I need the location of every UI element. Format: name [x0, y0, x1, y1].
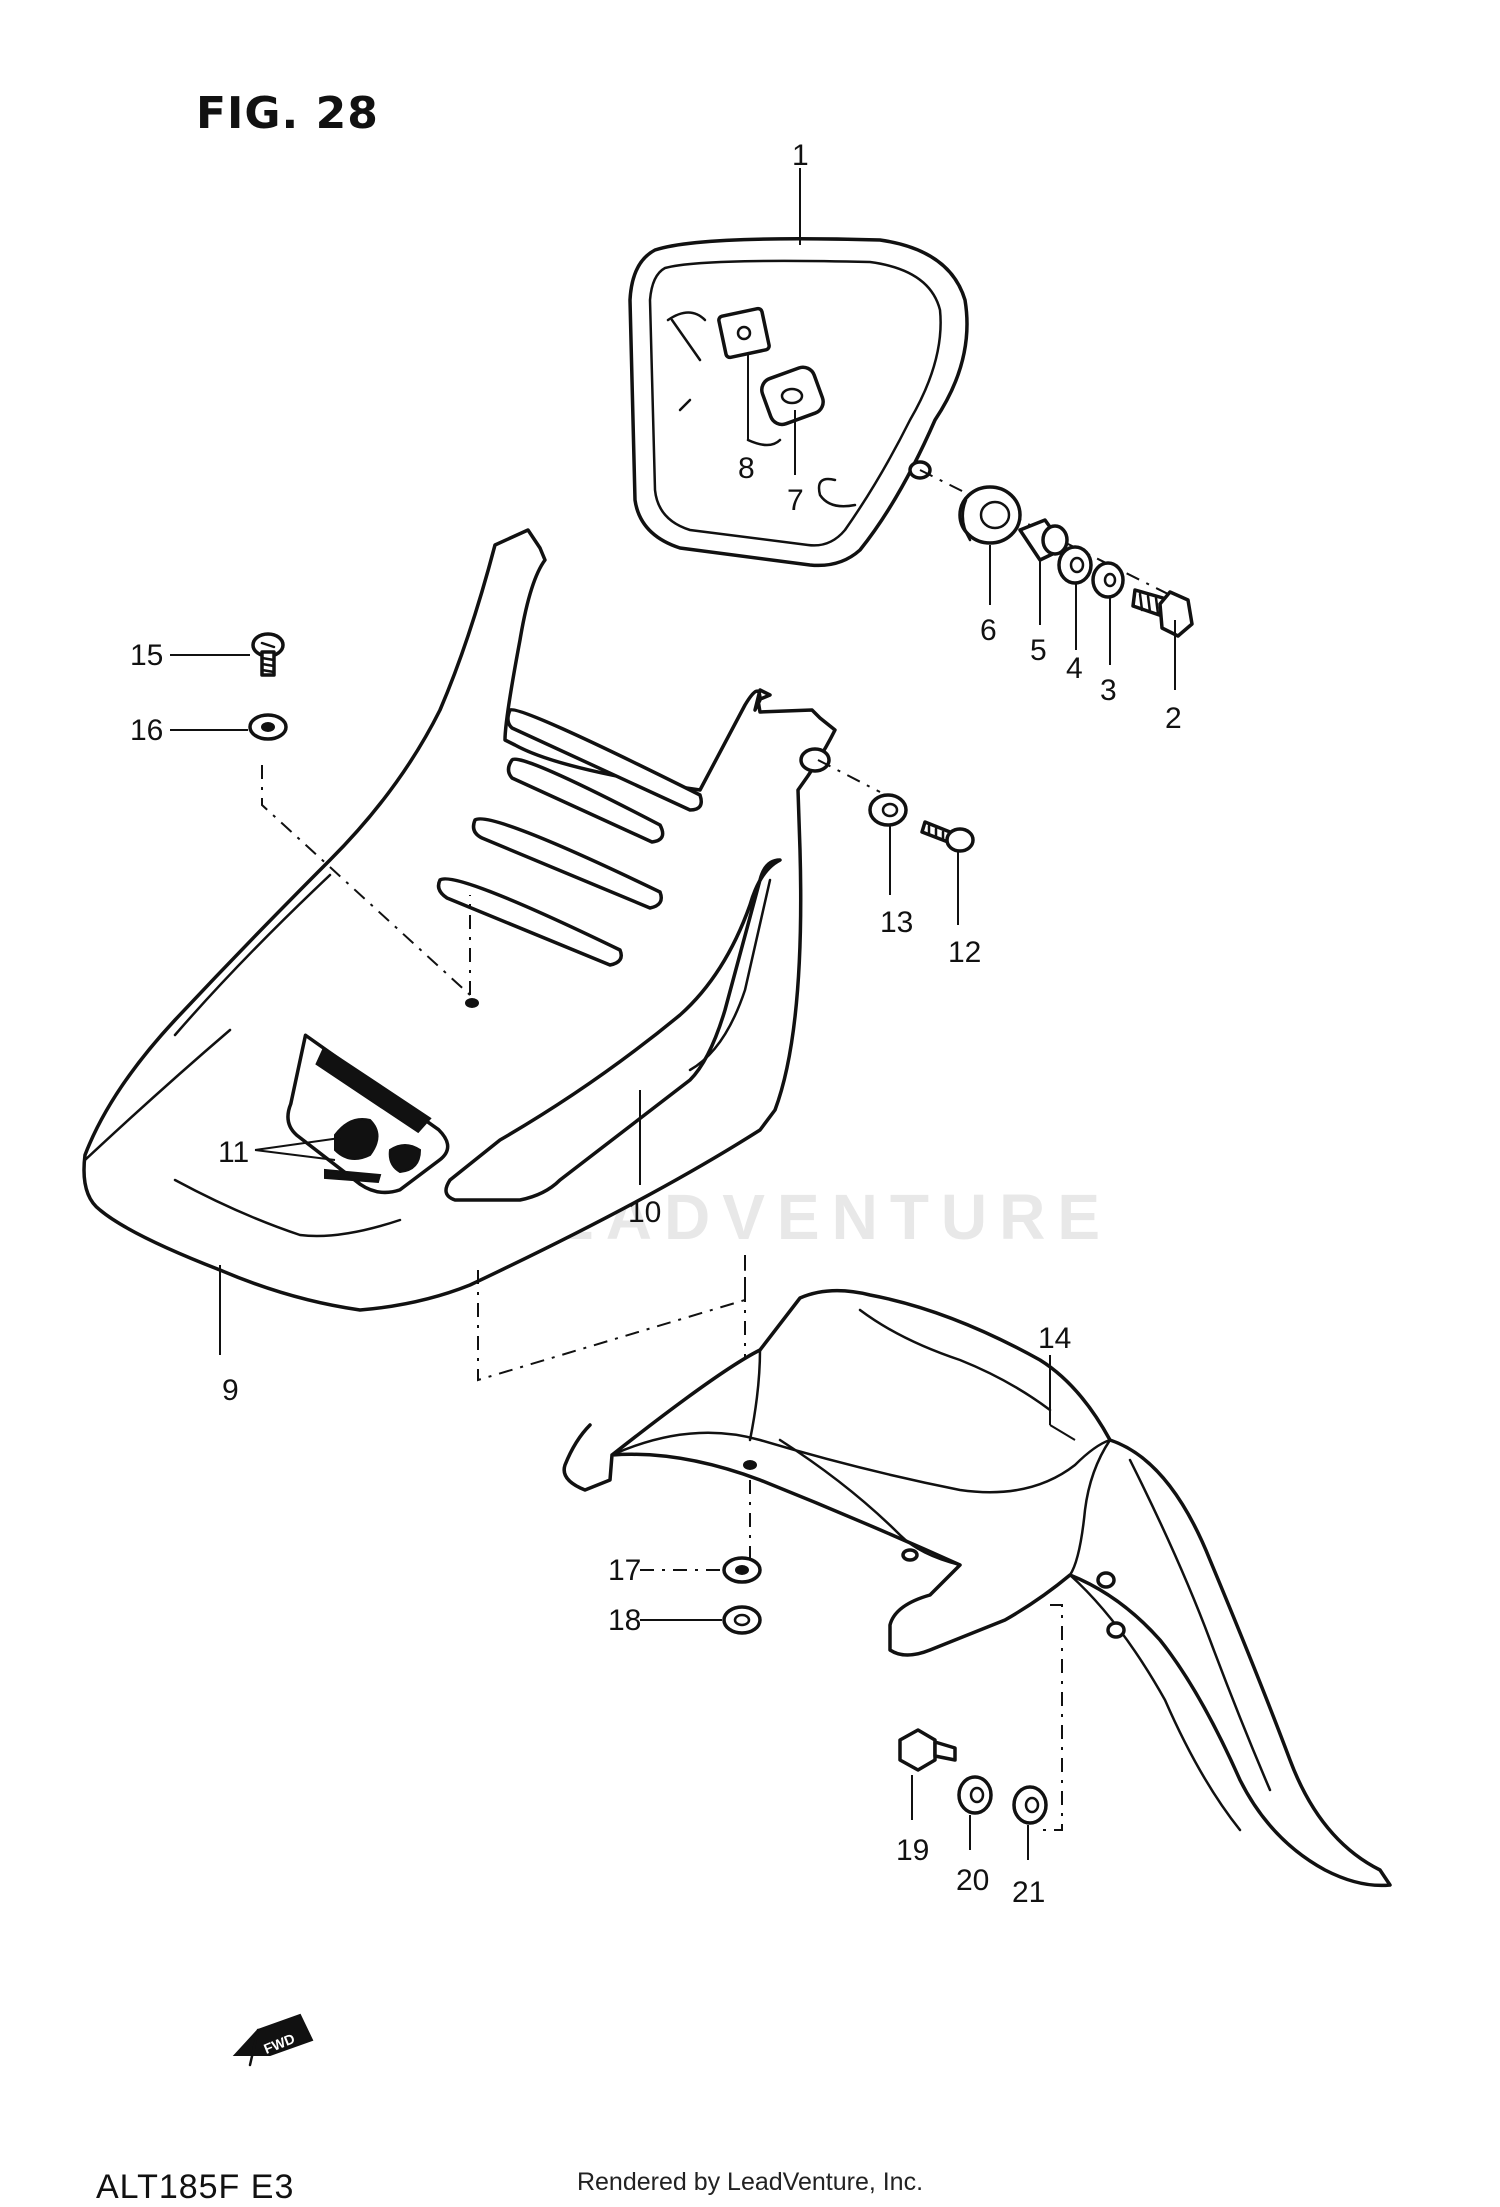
lock-washer-part-21: [1012, 1785, 1048, 1825]
washer-part-16: [248, 713, 288, 741]
render-credit: Rendered by LeadVenture, Inc.: [576, 2168, 924, 2196]
washer-part-17: [722, 1556, 762, 1584]
figure-title: FIG. 28: [196, 88, 379, 139]
callout-18: 18: [608, 1604, 641, 1637]
callout-17: 17: [608, 1554, 641, 1587]
callout-12: 12: [948, 936, 981, 969]
callout-11: 11: [218, 1136, 249, 1169]
front-fender-part-9: [82, 528, 837, 1312]
callout-4: 4: [1066, 652, 1083, 685]
callout-19: 19: [896, 1834, 929, 1867]
callout-7: 7: [787, 484, 804, 517]
washer-part-13: [868, 793, 908, 827]
callout-5: 5: [1030, 634, 1047, 667]
callout-3: 3: [1100, 674, 1117, 707]
fwd-direction-arrow-icon: [232, 2013, 314, 2067]
callout-10: 10: [628, 1196, 661, 1229]
lock-washer-part-3: [1091, 561, 1125, 599]
model-code: ALT185F E3: [96, 2168, 295, 2206]
washer-part-4: [1057, 545, 1093, 585]
callout-labels: 1 2 3 4 5 6 7 8 9 10 11 12 13 14 15 16 1…: [130, 139, 1182, 2057]
callout-13: 13: [880, 906, 913, 939]
callout-21: 21: [1012, 1876, 1045, 1909]
callout-20: 20: [956, 1864, 989, 1897]
callout-1: 1: [792, 139, 809, 172]
callout-2: 2: [1165, 702, 1182, 735]
grommet-part-6: [958, 485, 1022, 545]
bolt-part-2: [1131, 588, 1194, 638]
bolt-part-19: [898, 1728, 957, 1772]
washer-part-20: [957, 1775, 993, 1815]
collar-part-5: [1018, 518, 1069, 562]
rear-fender-part-14: [562, 1288, 1392, 1888]
screw-part-15: [251, 632, 285, 677]
fender-emblem-part-11: [286, 1033, 450, 1195]
callout-8: 8: [738, 452, 755, 485]
callout-16: 16: [130, 714, 163, 747]
leader-lines: [170, 168, 1176, 1860]
callout-9: 9: [222, 1374, 239, 1407]
callout-14: 14: [1038, 1322, 1071, 1355]
callout-15: 15: [130, 639, 163, 672]
callout-6: 6: [980, 614, 997, 647]
nut-part-18: [722, 1605, 762, 1635]
screw-part-12: [920, 820, 975, 853]
